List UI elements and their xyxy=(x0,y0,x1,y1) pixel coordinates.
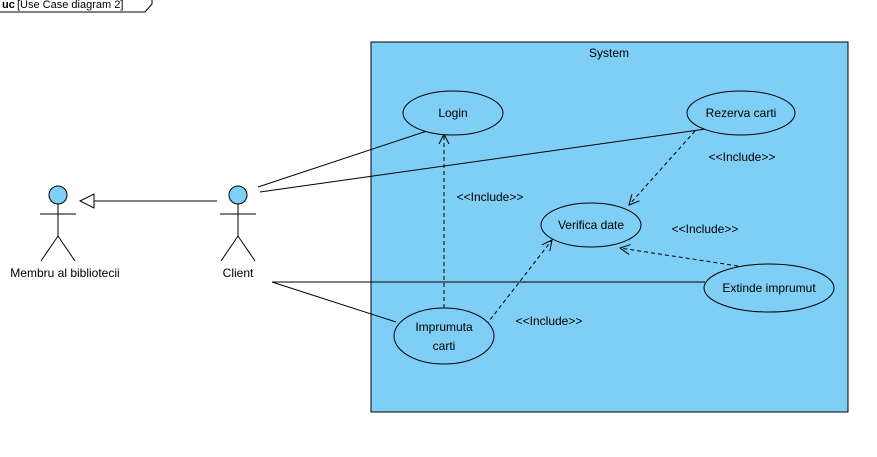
association-client-login xyxy=(257,128,434,188)
actor-membru-al-bibliotecii[interactable] xyxy=(40,185,76,262)
actor-client-label: Client xyxy=(223,266,254,280)
include-label-rezerva: <<Include>> xyxy=(709,150,776,164)
use-case-verifica-date[interactable]: Verifica date xyxy=(540,202,642,248)
system-label: System xyxy=(589,46,629,60)
use-case-extinde-imprumut[interactable]: Extinde imprumut xyxy=(703,263,835,313)
association-client-rezerva xyxy=(259,127,714,193)
include-rezerva-verifica xyxy=(629,130,696,205)
generalization-client-membru xyxy=(78,193,217,209)
use-case-extinde-label: Extinde imprumut xyxy=(722,281,816,295)
actor-head-icon xyxy=(48,185,68,205)
include-dependencies xyxy=(444,130,739,326)
use-case-rezerva-label: Rezerva carti xyxy=(706,106,777,120)
diagram-frame-tab: uc [Use Case diagram 2] xyxy=(0,0,153,13)
use-case-verifica-label: Verifica date xyxy=(558,218,624,232)
include-extinde-verifica xyxy=(620,248,739,267)
actor-head-icon xyxy=(228,185,248,205)
include-labels: <<Include>> <<Include>> <<Include>> <<In… xyxy=(457,150,776,328)
actor-client[interactable] xyxy=(220,185,256,262)
associations xyxy=(257,127,714,323)
use-case-imprumuta-label-line2: carti xyxy=(433,339,456,353)
include-label-login: <<Include>> xyxy=(457,190,524,204)
include-label-imprumuta: <<Include>> xyxy=(516,314,583,328)
actor-membru-label: Membru al bibliotecii xyxy=(10,266,119,280)
generalization-arrowhead xyxy=(78,193,95,209)
frame-keyword: uc xyxy=(2,0,15,11)
include-imprumuta-verifica xyxy=(485,240,552,326)
use-case-imprumuta-carti[interactable]: Imprumuta carti xyxy=(393,307,495,365)
frame-title: [Use Case diagram 2] xyxy=(17,0,123,11)
include-label-extinde: <<Include>> xyxy=(672,222,739,236)
use-case-rezerva-carti[interactable]: Rezerva carti xyxy=(686,90,796,136)
use-case-login[interactable]: Login xyxy=(402,90,504,136)
association-client-imprumuta xyxy=(271,281,397,323)
use-case-imprumuta-label-line1: Imprumuta xyxy=(415,320,473,334)
use-case-login-label: Login xyxy=(438,106,467,120)
